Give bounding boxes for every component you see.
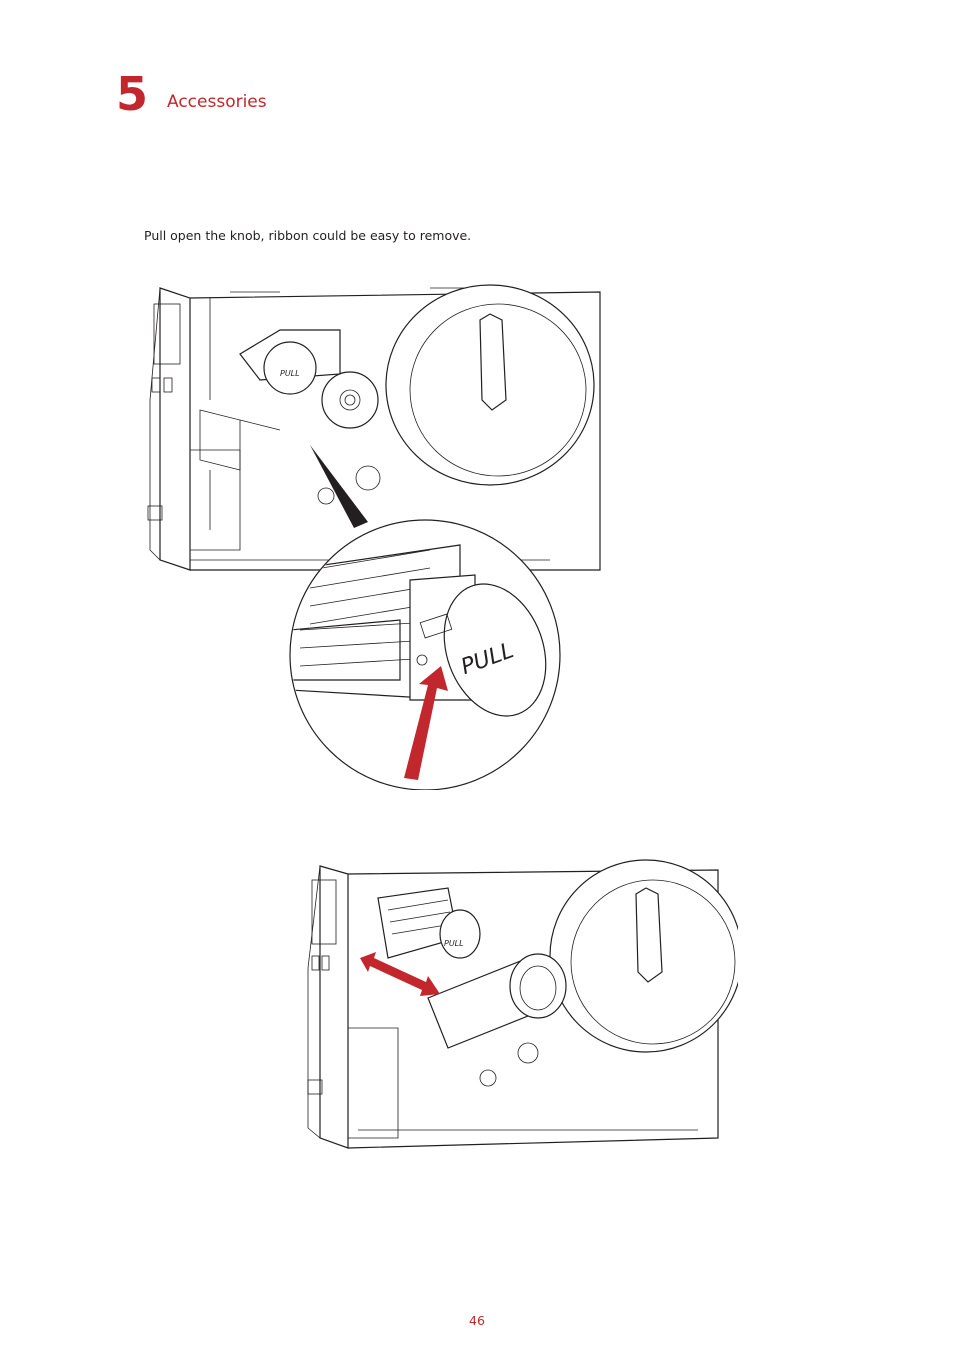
chapter-title: Accessories — [167, 92, 267, 112]
printer-illustration-ribbon-removed: PULL — [307, 859, 738, 1149]
pull-arrow — [404, 666, 448, 780]
page-number: 46 — [469, 1313, 485, 1328]
remove-direction-arrow — [360, 952, 440, 996]
printer-illustration-pull-knob: PULL PULL — [147, 284, 601, 790]
knob-label-bottom: PULL — [444, 939, 464, 948]
knob-label-small: PULL — [280, 369, 300, 378]
chapter-number: 5 — [116, 67, 149, 121]
instruction-text: Pull open the knob, ribbon could be easy… — [144, 228, 472, 243]
